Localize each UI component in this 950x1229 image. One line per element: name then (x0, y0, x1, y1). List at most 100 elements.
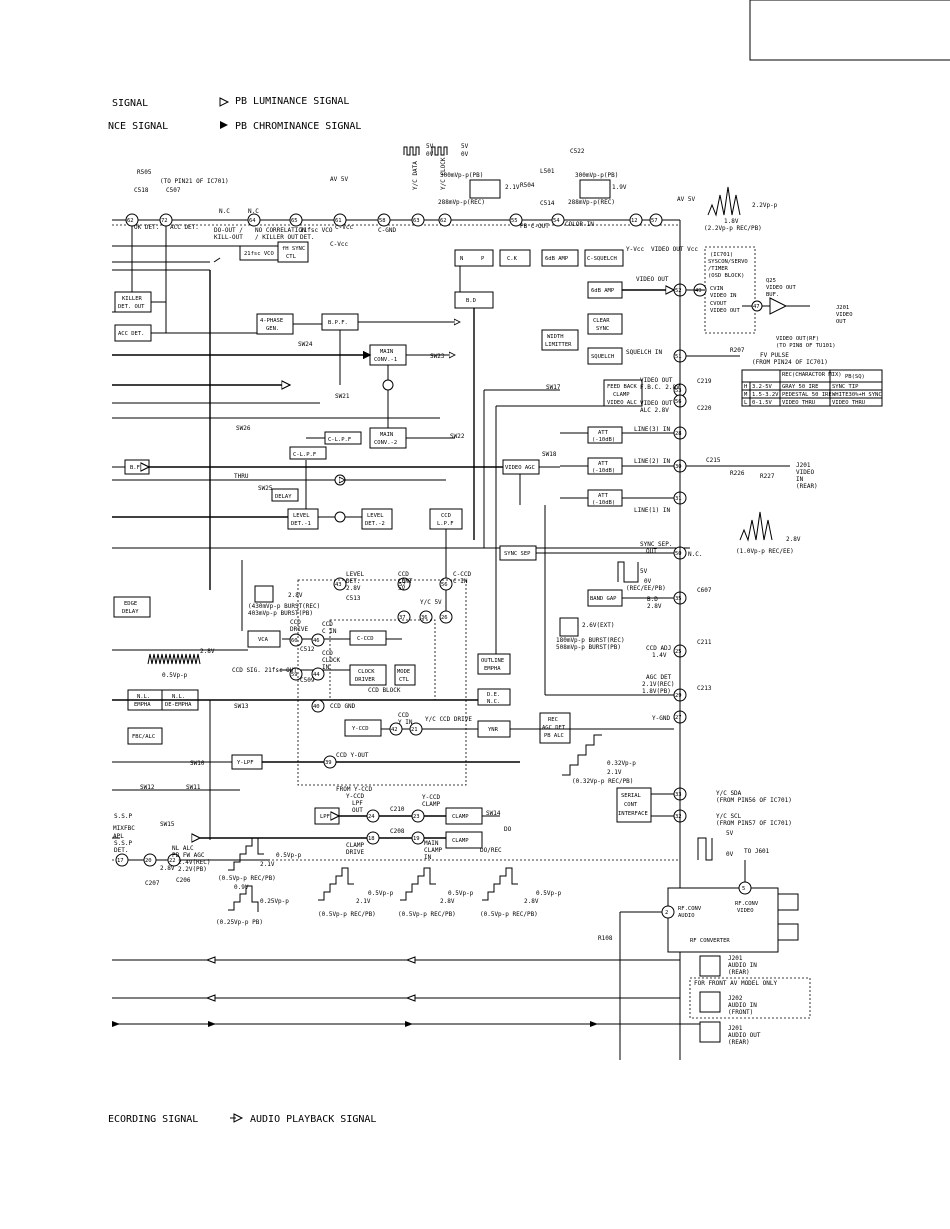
svg-text:DELAY: DELAY (275, 494, 292, 500)
svg-text:36: 36 (421, 615, 428, 621)
svg-text:12: 12 (631, 218, 638, 224)
svg-text:C522: C522 (570, 148, 585, 155)
svg-text:Q25: Q25 (766, 278, 776, 284)
mode-table: REC(CHARACTOR MIX) PB(SQ) H 3.2-5V GRAY … (741, 369, 883, 407)
svg-text:C IN: C IN (453, 578, 468, 585)
staircase-waveform-2 (228, 837, 264, 871)
svg-text:C512: C512 (300, 646, 315, 653)
clamp-2-block (445, 831, 483, 849)
svg-text:AUDIO OUT: AUDIO OUT (728, 1032, 761, 1039)
svg-text:CCD Y-OUT: CCD Y-OUT (336, 752, 369, 759)
svg-text:AUDIO: AUDIO (678, 913, 695, 919)
svg-text:(0.5Vp-p REC/PB): (0.5Vp-p REC/PB) (218, 875, 276, 882)
svg-text:Y-CCD: Y-CCD (346, 793, 364, 800)
svg-text:SW25: SW25 (258, 485, 273, 492)
svg-text:60: 60 (291, 638, 298, 644)
svg-text:51: 51 (675, 354, 682, 360)
svg-text:VIDEO THRU: VIDEO THRU (832, 400, 865, 406)
svg-text:S.S.P: S.S.P (114, 840, 132, 847)
y-ccd-block (344, 719, 382, 737)
svg-text:COLOR IN: COLOR IN (565, 221, 594, 228)
svg-text:R207: R207 (730, 347, 745, 354)
svg-text:EMPHA: EMPHA (134, 702, 151, 708)
svg-text:THRU: THRU (234, 473, 249, 480)
svg-text:C211: C211 (697, 639, 712, 646)
squelch-block (587, 347, 623, 365)
svg-text:ATT: ATT (598, 461, 609, 467)
svg-text:43: 43 (335, 582, 342, 588)
svg-text:CCD SIG. 21fsc OUT: CCD SIG. 21fsc OUT (232, 667, 297, 674)
svg-text:MAIN: MAIN (380, 349, 393, 355)
svg-text:SW18: SW18 (542, 451, 557, 458)
svg-text:LPF: LPF (352, 800, 363, 807)
svg-text:N.C: N.C (219, 208, 230, 215)
svg-text:AUDIO IN: AUDIO IN (728, 962, 757, 969)
svg-text:17: 17 (117, 858, 124, 864)
svg-text:D.E.: D.E. (487, 692, 500, 698)
svg-text:H: H (744, 384, 747, 390)
svg-text:0V: 0V (726, 851, 734, 858)
feedback-clamp-block (603, 379, 643, 407)
legend-recording: ECORDING SIGNAL (108, 1114, 198, 1125)
svg-text:C IN: C IN (322, 628, 337, 635)
svg-text:(FRONT): (FRONT) (728, 1009, 753, 1016)
svg-text:35: 35 (675, 596, 682, 602)
svg-text:WIDTH: WIDTH (547, 334, 564, 340)
svg-text:(FROM PIN57 OF IC701): (FROM PIN57 OF IC701) (716, 820, 792, 827)
svg-text:SYNC SEP: SYNC SEP (504, 551, 531, 557)
np-block (454, 249, 494, 267)
svg-text:LINE(3) IN: LINE(3) IN (634, 426, 671, 433)
title-frame (749, 0, 950, 61)
svg-text:DO: DO (504, 826, 512, 833)
svg-text:18: 18 (368, 836, 375, 842)
svg-text:L501: L501 (540, 168, 555, 175)
svg-text:N.C: N.C (248, 208, 259, 215)
svg-text:6dB AMP: 6dB AMP (591, 288, 615, 294)
svg-text:(1.0Vp-p REC/EE): (1.0Vp-p REC/EE) (736, 548, 794, 555)
svg-text:5V: 5V (461, 143, 469, 150)
sync-ctl-block (277, 241, 309, 263)
svg-text:DO-OUT /: DO-OUT / (214, 227, 243, 234)
outline-arrow-icon (219, 97, 230, 107)
svg-text:(REAR): (REAR) (796, 483, 818, 490)
svg-text:SW24: SW24 (298, 341, 313, 348)
svg-text:BAND GAP: BAND GAP (590, 596, 617, 602)
svg-text:(TO PIN8 OF TU101): (TO PIN8 OF TU101) (776, 343, 836, 349)
svg-text:(430mVp-p BURST(REC): (430mVp-p BURST(REC) (248, 603, 320, 610)
svg-text:YNR: YNR (488, 727, 499, 733)
svg-text:508mVp-p BURST(PB): 508mVp-p BURST(PB) (556, 644, 621, 651)
svg-text:2.6V(EXT): 2.6V(EXT) (582, 622, 615, 629)
svg-text:VIDEO AGC: VIDEO AGC (505, 465, 535, 471)
svg-text:CCD: CCD (322, 650, 333, 657)
svg-text:22: 22 (169, 858, 176, 864)
svg-text:DET.: DET. (114, 847, 128, 854)
svg-text:2.1V: 2.1V (260, 861, 275, 868)
svg-text:B.D: B.D (647, 596, 658, 603)
svg-text:21: 21 (411, 727, 418, 733)
burst-waveform-3 (559, 617, 579, 637)
svg-text:(0.5Vp-p REC/PB): (0.5Vp-p REC/PB) (480, 911, 538, 918)
de-nc-block (477, 688, 511, 706)
svg-text:C220: C220 (697, 405, 712, 412)
svg-text:L: L (744, 400, 748, 406)
video-waveform-top (707, 186, 741, 217)
svg-text:SQUELCH: SQUELCH (591, 354, 614, 360)
clock-pulse-waveform (431, 146, 448, 156)
svg-text:5V: 5V (426, 143, 434, 150)
svg-text:0V: 0V (461, 151, 469, 158)
svg-text:TO J601: TO J601 (744, 848, 770, 855)
svg-text:5V: 5V (726, 830, 734, 837)
svg-text:28: 28 (675, 431, 682, 437)
svg-text:24: 24 (368, 814, 375, 820)
svg-text:(REAR): (REAR) (728, 1039, 750, 1046)
svg-text:57: 57 (399, 582, 406, 588)
svg-text:SW14: SW14 (486, 810, 501, 817)
video-waveform-in (739, 511, 773, 542)
att-3-block (587, 426, 623, 444)
svg-text:SQUELCH IN: SQUELCH IN (626, 349, 663, 356)
svg-text:J201: J201 (796, 462, 811, 469)
svg-text:2.1V: 2.1V (505, 184, 520, 191)
mode-ctl-block (394, 664, 416, 686)
svg-text:CCD: CCD (398, 571, 409, 578)
